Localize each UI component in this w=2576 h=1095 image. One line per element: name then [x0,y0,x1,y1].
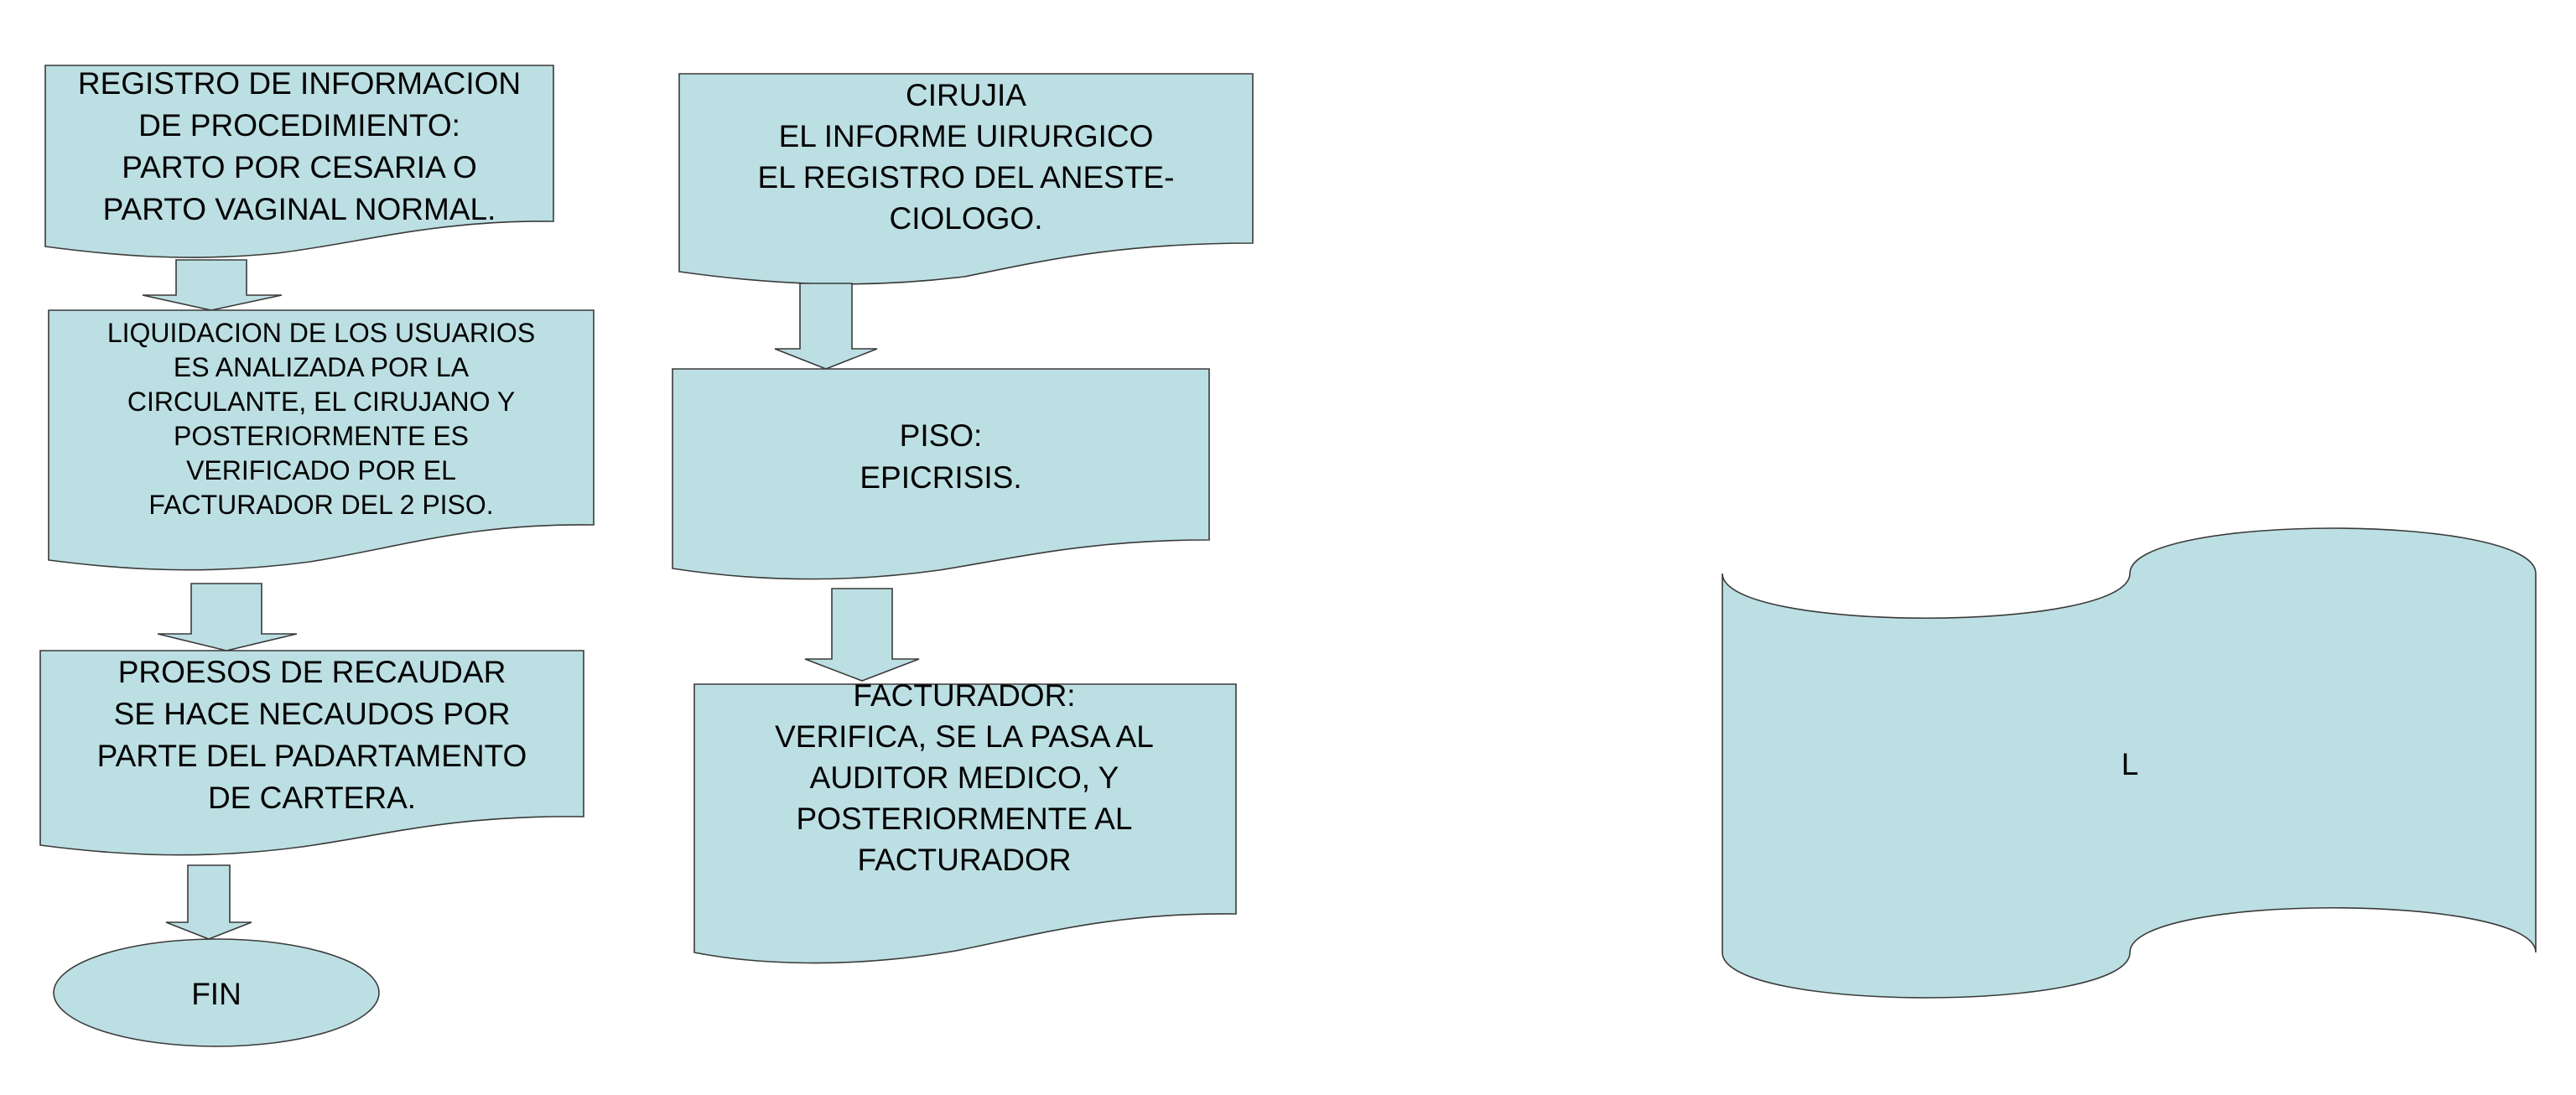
arrow-cirujia-piso [774,283,878,370]
document-shape [693,683,1237,964]
node-text-line: PISO: [900,418,983,453]
node-cirujia: CIRUJIA EL INFORME UIRURGICO EL REGISTRO D… [678,73,1254,285]
node-text-line: REGISTRO DE INFORMACION [78,66,521,101]
document-shape [672,368,1210,580]
node-fin: FIN [53,938,380,1047]
node-text-line: FIN [191,977,242,1011]
arrow-piso-facturador [804,588,920,682]
node-text-line: PARTE DEL PADARTAMENTO [97,739,527,773]
node-text-line: FACTURADOR [858,843,1072,877]
node-recaudar: PROESOS DE RECAUDAR SE HACE NECAUDOS POR P… [39,650,584,856]
node-text-line: AUDITOR MEDICO, Y [810,760,1119,795]
punched-tape-shape [1722,527,2537,999]
arrow-recaudar-fin [165,864,252,940]
arrow-liquidacion-recaudar [157,583,298,651]
node-text-line: LIQUIDACION DE LOS USUARIOS [107,318,535,348]
document-shape [44,65,554,258]
node-text-line: PARTO VAGINAL NORMAL. [103,192,496,226]
node-text-line: VERIFICA, SE LA PASA AL [775,719,1154,754]
node-text-line: FACTURADOR DEL 2 PISO. [148,490,493,520]
node-text: REGISTRO DE INFORMACION DE PROCEDIMIENTO:… [78,66,521,226]
node-text-line: SE HACE NECAUDOS POR [114,697,511,731]
node-text: PISO: EPICRISIS. [860,418,1021,495]
node-text: LIQUIDACION DE LOS USUARIOS ES ANALIZADA … [107,318,535,520]
node-text-line: EL INFORME UIRURGICO [779,119,1154,153]
down-arrow [804,588,920,682]
node-tape: L [1722,527,2537,999]
down-arrow [774,283,878,370]
node-text-line: CIRUJIA [906,78,1026,112]
document-shape [39,650,584,856]
arrow-registro-liquidacion [142,259,283,311]
down-arrow [165,864,252,940]
node-text-line: POSTERIORMENTE AL [797,802,1133,836]
node-text: CIRUJIA EL INFORME UIRURGICO EL REGISTRO D… [758,78,1175,236]
node-text-line: EL REGISTRO DEL ANESTE- [758,160,1175,195]
node-registro: REGISTRO DE INFORMACION DE PROCEDIMIENTO:… [44,65,554,258]
node-piso: PISO: EPICRISIS. [672,368,1210,580]
document-shape [678,73,1254,285]
node-facturador: FACTURADOR: VERIFICA, SE LA PASA AL AUDITO… [693,678,1237,964]
node-text-line: DE PROCEDIMIENTO: [138,108,460,143]
node-text-line: CIOLOGO. [890,201,1043,236]
node-text-line: EPICRISIS. [860,460,1021,495]
node-liquidacion: LIQUIDACION DE LOS USUARIOS ES ANALIZADA … [48,309,595,571]
node-text-line: POSTERIORMENTE ES [174,421,469,451]
node-text-line: VERIFICADO POR EL [186,455,456,485]
node-text: PROESOS DE RECAUDAR SE HACE NECAUDOS POR P… [97,655,527,815]
node-text-line: PROESOS DE RECAUDAR [118,655,506,689]
node-text-line: PARTO POR CESARIA O [122,150,477,184]
node-text: FIN [191,977,242,1011]
node-text: FACTURADOR: VERIFICA, SE LA PASA AL AUDITO… [775,678,1154,877]
down-arrow [157,583,298,651]
node-text: L [2122,747,2139,781]
node-text-line: ES ANALIZADA POR LA [174,352,470,382]
document-shape [48,309,595,571]
terminator-ellipse [53,938,380,1047]
node-text-line: L [2122,747,2139,781]
node-text-line: CIRCULANTE, EL CIRUJANO Y [127,387,515,417]
node-text-line: DE CARTERA. [208,781,416,815]
down-arrow [142,259,283,311]
node-text-line: FACTURADOR: [853,678,1075,713]
